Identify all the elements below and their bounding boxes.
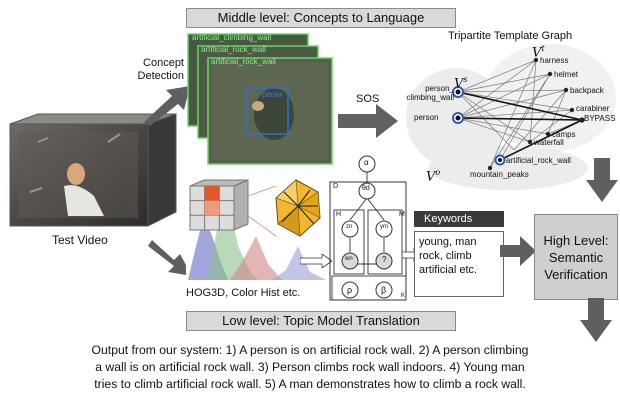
plate-k: K	[401, 293, 406, 299]
plate-theta: θd	[362, 185, 370, 192]
climber-body	[64, 185, 104, 216]
hog-gem-icon	[275, 179, 321, 237]
test-video-label: Test Video	[52, 233, 108, 247]
plate-m: M	[399, 211, 405, 218]
plate-y: ym	[380, 224, 388, 230]
object-label-camps: camps	[552, 130, 576, 139]
vo-label: Vo	[426, 168, 441, 185]
middle-level-banner: Middle level: Concepts to Language	[186, 8, 456, 28]
test-video-cube	[8, 112, 180, 230]
arrow-graph-to-verification	[586, 158, 618, 202]
keywords-body: young, man rock, climb artificial etc.	[414, 231, 504, 297]
frame-label-1: artificial_climbing_wall	[192, 33, 272, 42]
verb-label-backpack: backpack	[570, 86, 604, 95]
output-line-2: a wall is on artificial rock wall. 3) Pe…	[95, 360, 525, 374]
z-node	[341, 220, 359, 238]
sos-label: SOS	[356, 93, 380, 105]
topic-plate-model	[320, 154, 410, 304]
concept-frames	[186, 32, 334, 168]
plate-w: wn	[345, 256, 353, 262]
w-node	[341, 252, 359, 270]
graph-title: Tripartite Template Graph	[448, 30, 573, 42]
keywords-title: Keywords	[414, 211, 504, 227]
subject-label-person-climbing-wall: person_ climbing_wall	[406, 84, 454, 102]
hog-label: HOG3D, Color Hist etc.	[186, 287, 301, 299]
plate-rho: ρ	[347, 285, 353, 295]
vt-label: Vt	[532, 44, 545, 61]
plate-beta: β	[381, 285, 387, 295]
arrow-keywords-to-verification	[500, 236, 536, 266]
low-level-banner: Low level: Topic Model Translation	[186, 311, 456, 331]
object-label-artificial-rock-wall: artificial_rock_wall	[506, 156, 571, 165]
arrow-to-features	[148, 240, 192, 276]
q-node	[375, 252, 393, 270]
object-label-waterfall: waterfall	[534, 138, 564, 147]
hog-grid-cube	[189, 179, 249, 231]
plate-d: D	[333, 183, 339, 190]
tripartite-graph	[406, 44, 616, 190]
frame-label-2: artificial_rock_wall	[201, 45, 266, 54]
high-level-verification: High Level: Semantic Verification	[534, 214, 618, 300]
frame-label-3: artificial_rock_wall	[211, 57, 276, 66]
sos-arrow	[338, 104, 398, 138]
theta-node	[358, 182, 376, 200]
person-box-label: perso	[262, 90, 283, 99]
arrow-verification-to-output	[580, 298, 612, 342]
verb-label-harness: harness	[540, 56, 569, 65]
plate-h: H	[336, 211, 342, 218]
object-label-mountain-peaks: mountain_peaks	[470, 170, 529, 179]
plate-z: zn	[346, 224, 353, 230]
arrow-to-concepts	[144, 86, 190, 126]
climber-head	[67, 163, 85, 185]
verb-label-helmet: helmet	[554, 70, 579, 79]
alpha-node	[358, 155, 376, 173]
feature-extraction	[186, 176, 336, 286]
person-detection-box	[245, 87, 289, 135]
vs-label: Vs	[454, 75, 468, 92]
output-line-3: tries to climb artificial rock wall. 5) …	[94, 377, 526, 391]
plate-q: ?	[382, 255, 387, 264]
y-node	[375, 220, 393, 238]
plate-alpha: α	[364, 158, 369, 167]
subject-label-person: person	[414, 113, 439, 122]
concept-detection-label: Concept Detection	[137, 57, 184, 82]
beta-node	[375, 281, 393, 299]
verb-label-carabiner: carabiner	[576, 104, 610, 113]
output-text: Output from our system: 1) A person is o…	[0, 342, 620, 393]
arrow-features-to-model	[300, 254, 332, 268]
verb-label-bypass: BYPASS	[584, 114, 616, 123]
rho-node	[341, 281, 359, 299]
output-line-1: Output from our system: 1) A person is o…	[91, 343, 529, 357]
